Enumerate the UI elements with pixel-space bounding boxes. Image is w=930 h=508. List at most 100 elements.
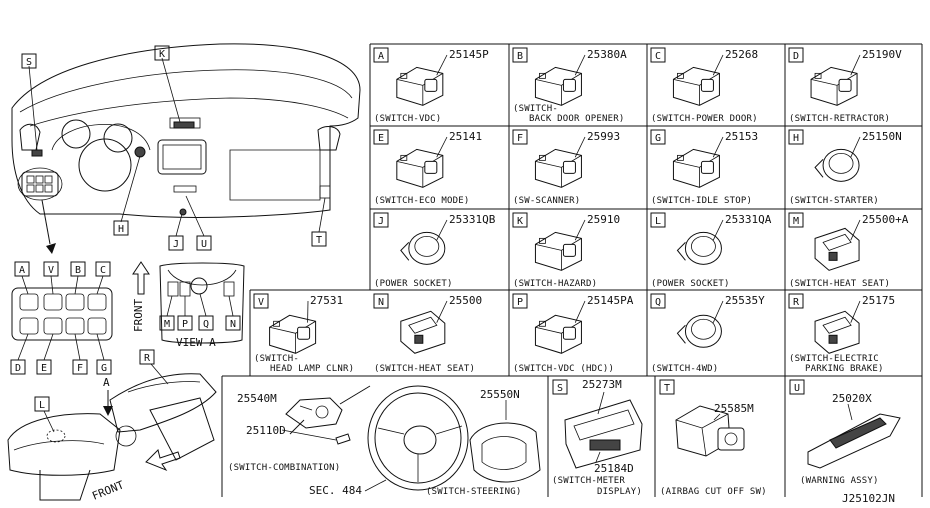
cell-e: E 25141 (SWITCH-ECO MODE) <box>373 129 482 206</box>
caption-p-1: (SWITCH-VDC (HDC)) <box>513 364 614 374</box>
caption-v-1: (SWITCH- <box>254 354 299 364</box>
part-number-25500: 25500 <box>449 294 482 307</box>
caption-u: (WARNING ASSY) <box>800 476 879 486</box>
locator-d: D <box>15 363 21 374</box>
cell-key-r: R <box>793 297 800 308</box>
arrow-a-label: A <box>103 376 110 389</box>
cell-key-c: C <box>655 51 661 62</box>
caption-b-1: (SWITCH- <box>513 104 558 114</box>
cell-key-b: B <box>517 51 523 62</box>
cell-l: L 25331QA (POWER SOCKET) <box>650 212 772 289</box>
view-a-label: VIEW A <box>176 336 216 349</box>
part-number-25993: 25993 <box>587 130 620 143</box>
caption-c-1: (SWITCH-POWER DOOR) <box>651 114 758 124</box>
caption-r-1: (SWITCH-ELECTRIC <box>789 354 879 364</box>
part-number-25500-plus-a: 25500+A <box>862 213 909 226</box>
caption-b-2: BACK DOOR OPENER) <box>529 114 625 124</box>
caption-h-1: (SWITCH-STARTER) <box>789 196 879 206</box>
caption-combination: (SWITCH-COMBINATION) <box>228 463 340 473</box>
part-number-25380a: 25380A <box>587 48 627 61</box>
caption-q-1: (SWITCH-4WD) <box>651 364 718 374</box>
part-number-25145pa: 25145PA <box>587 294 634 307</box>
part-number-25190v: 25190V <box>862 48 902 61</box>
locator-k: K <box>159 49 165 60</box>
cell-c: C 25268 (SWITCH-POWER DOOR) <box>650 47 758 124</box>
grid-lines <box>221 43 923 497</box>
part-number-25153: 25153 <box>725 130 758 143</box>
caption-l-1: (POWER SOCKET) <box>651 279 730 289</box>
locator-p: P <box>182 319 188 330</box>
cell-key-g: G <box>655 133 661 144</box>
part-number-25550n: 25550N <box>480 388 520 401</box>
locator-j: J <box>173 239 179 250</box>
cell-key-d: D <box>793 51 799 62</box>
cell-d: D 25190V (SWITCH-RETRACTOR) <box>788 47 902 124</box>
caption-e-1: (SWITCH-ECO MODE) <box>374 196 470 206</box>
cell-key-k: K <box>517 216 523 227</box>
cell-key-h: H <box>793 133 799 144</box>
part-number-25110d: 25110D <box>246 424 286 437</box>
caption-steering: (SWITCH-STEERING) <box>426 487 522 497</box>
caption-d-1: (SWITCH-RETRACTOR) <box>789 114 890 124</box>
part-number-25150n: 25150N <box>862 130 902 143</box>
caption-f-1: (SW-SCANNER) <box>513 196 580 206</box>
caption-n-1: (SWITCH-HEAT SEAT) <box>374 364 475 374</box>
svg-text:S: S <box>557 383 563 394</box>
part-number-25910: 25910 <box>587 213 620 226</box>
sec-label: SEC. 484 <box>309 484 362 497</box>
part-number-25585m: 25585M <box>714 402 754 415</box>
part-number-25141: 25141 <box>449 130 482 143</box>
part-number-25540m: 25540M <box>237 392 277 405</box>
part-number-25535y: 25535Y <box>725 294 765 307</box>
caption-r-2: PARKING BRAKE) <box>805 364 884 374</box>
cell-combination-steering: 25540M 25110D (SWITCH-COMBINATION) SEC. … <box>228 385 541 497</box>
locator-h: H <box>118 224 124 235</box>
caption-s-2: DISPLAY) <box>597 487 642 497</box>
locator-v: V <box>48 265 54 276</box>
cell-key-e: E <box>378 133 384 144</box>
locator-c: C <box>100 265 106 276</box>
locator-a: A <box>19 265 25 276</box>
front-label-diagonal: FRONT <box>90 478 126 503</box>
locator-labels: S K H J U T <box>21 45 327 251</box>
part-number-25145p: 25145P <box>449 48 489 61</box>
svg-text:T: T <box>664 383 670 394</box>
locator-m: M <box>164 319 170 330</box>
cell-key-l: L <box>655 216 661 227</box>
svg-text:U: U <box>794 383 800 394</box>
caption-m-1: (SWITCH-HEAT SEAT) <box>789 279 890 289</box>
part-number-25331qa: 25331QA <box>725 213 772 226</box>
locator-e: E <box>41 363 47 374</box>
locator-b: B <box>75 265 81 276</box>
part-number-25268: 25268 <box>725 48 758 61</box>
cell-key-n: N <box>378 297 384 308</box>
part-number-25020x: 25020X <box>832 392 872 405</box>
locator-n: N <box>230 319 236 330</box>
caption-g-1: (SWITCH-IDLE STOP) <box>651 196 752 206</box>
cell-key-m: M <box>793 216 799 227</box>
cell-g: G 25153 (SWITCH-IDLE STOP) <box>650 129 758 206</box>
caption-s-1: (SWITCH-METER <box>552 476 625 486</box>
cell-u-warning: U 25020X (WARNING ASSY) <box>789 379 901 486</box>
cell-t-airbag: T 25585M (AIRBAG CUT OFF SW) <box>659 379 767 497</box>
cell-n: N 25500 (SWITCH-HEAT SEAT) <box>373 293 482 374</box>
cell-v: V 27531 (SWITCH-HEAD LAMP CLNR) <box>253 293 354 374</box>
caption-t: (AIRBAG CUT OFF SW) <box>660 487 767 497</box>
caption-v-2: HEAD LAMP CLNR) <box>270 364 354 374</box>
front-arrow-vertical: FRONT <box>132 261 150 332</box>
cell-h: H 25150N (SWITCH-STARTER) <box>788 129 902 206</box>
front-label-vertical: FRONT <box>132 299 145 332</box>
cell-key-v: V <box>258 297 264 308</box>
caption-j-1: (POWER SOCKET) <box>374 279 453 289</box>
cell-m: M 25500+A (SWITCH-HEAT SEAT) <box>788 212 909 289</box>
switch-cluster-detail: A V B C D E F G <box>10 261 113 375</box>
part-number-27531: 27531 <box>310 294 343 307</box>
